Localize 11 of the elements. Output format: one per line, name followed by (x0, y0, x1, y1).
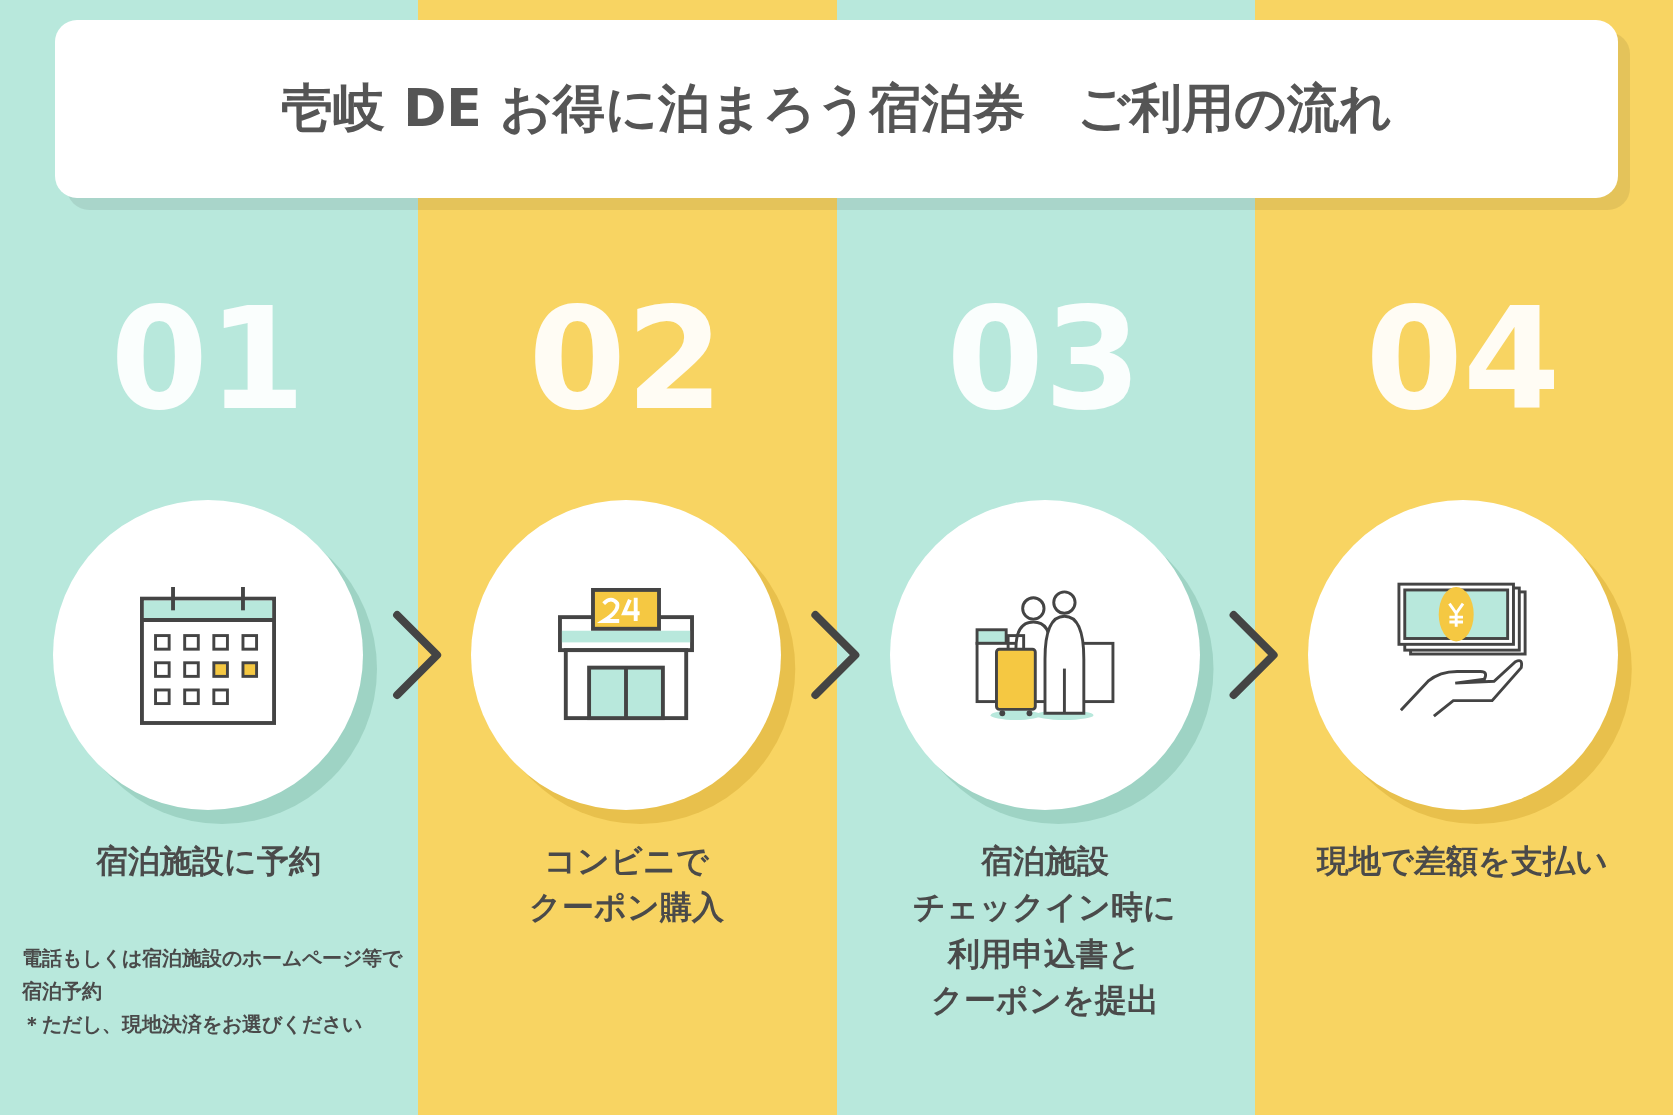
note-text: 電話もしくは宿泊施設のホームページ等で宿泊予約 (22, 945, 404, 1005)
step-number: 03 (945, 290, 1143, 430)
step-label: 現地で差額を支払い (1315, 841, 1610, 882)
note-text: ＊ただし、現地決済をお選びください (22, 1011, 363, 1038)
step-label: 宿泊施設に予約 (94, 841, 322, 882)
title: 壱岐 DE お得に泊まろう宿泊券 ご利用の流れ (281, 77, 1392, 140)
step-label: 宿泊施設チェックイン時に利用申込書とクーポンを提出 (912, 841, 1177, 1022)
step-label: コンビニでクーポン購入 (527, 841, 725, 929)
step-number: 01 (109, 290, 307, 430)
step-number: 02 (527, 290, 725, 430)
step-number: 04 (1364, 290, 1562, 430)
